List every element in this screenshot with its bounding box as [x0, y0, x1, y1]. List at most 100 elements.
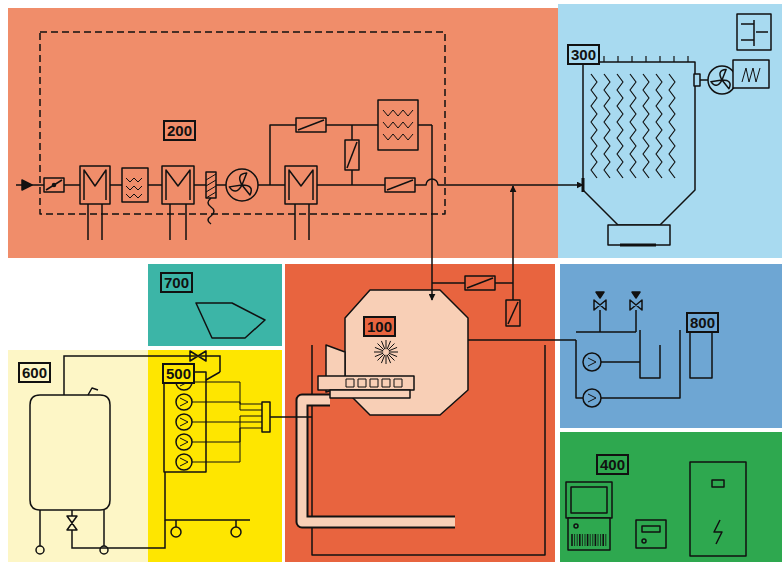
illustration-line [687, 56, 688, 62]
illustration-line [64, 184, 80, 186]
illustration-line [386, 355, 387, 364]
illustration-line [590, 534, 591, 546]
illustration-line [298, 120, 324, 130]
illustration-line [387, 341, 390, 349]
callout-number: 500 [162, 363, 195, 384]
system-panel: 500 [148, 350, 282, 562]
illustration-line [617, 56, 618, 62]
illustration-rect [690, 462, 746, 556]
illustration-polygon [448, 330, 462, 340]
illustration-g [590, 56, 688, 178]
illustration-path [180, 418, 188, 426]
illustration-line [216, 184, 226, 186]
system-panel: 600 [8, 350, 148, 562]
illustration-line [659, 56, 660, 62]
illustration-rect [712, 480, 724, 487]
illustration-path [741, 20, 768, 46]
illustration-line [46, 180, 62, 190]
illustration-path [601, 330, 712, 398]
illustration-line [582, 534, 583, 546]
illustration-circle [176, 374, 192, 390]
pipe-connector [64, 356, 220, 395]
illustration-rect [425, 300, 439, 326]
illustration-line [418, 124, 432, 126]
illustration-circle [36, 546, 44, 554]
illustration-polygon [345, 290, 468, 415]
illustration-rect [358, 379, 366, 387]
illustration-path [669, 74, 675, 178]
illustration-path [208, 198, 214, 224]
illustration-line [386, 340, 387, 349]
illustration-rect [608, 225, 670, 245]
illustration-path [180, 378, 188, 386]
illustration-g [176, 374, 262, 470]
illustration-path [126, 178, 142, 198]
illustration-path [326, 345, 345, 392]
illustration-line [294, 204, 296, 240]
illustration-circle [171, 527, 181, 537]
illustration-line [148, 184, 162, 186]
illustration-line [194, 184, 206, 186]
illustration-rect [40, 32, 445, 214]
illustration-path [576, 310, 636, 398]
illustration-circle [642, 539, 646, 543]
illustration-line [432, 282, 465, 284]
illustration-path [722, 80, 730, 89]
illustration-circle [176, 394, 192, 410]
illustration-path [67, 516, 77, 530]
illustration-path [302, 400, 455, 522]
illustration-path [229, 185, 242, 191]
illustration-path [630, 74, 636, 178]
illustration-rect [382, 379, 390, 387]
illustration-line [375, 347, 383, 350]
illustration-line [381, 341, 384, 349]
illustration-circle [176, 454, 192, 470]
illustration-line [351, 170, 353, 185]
illustration-line [389, 347, 397, 350]
illustration-rect [44, 178, 64, 192]
illustration-line [388, 344, 394, 350]
illustration-rect [296, 118, 326, 132]
illustration-path [742, 68, 760, 82]
illustration-path [240, 173, 247, 185]
callout-number: 700 [160, 272, 193, 293]
illustration-line [347, 142, 357, 168]
illustration-path [192, 416, 262, 422]
illustration-line [695, 79, 708, 81]
illustration-rect [636, 520, 666, 548]
illustration-circle [574, 524, 578, 528]
illustration-path [166, 170, 190, 200]
illustration-line [427, 302, 437, 324]
illustration-line [378, 344, 384, 350]
illustration-rect [162, 166, 194, 204]
system-panel: 400 [560, 432, 782, 562]
illustration-path [617, 74, 623, 178]
illustration-path [604, 74, 610, 178]
illustration-line [387, 355, 390, 363]
illustration-rect [80, 166, 110, 204]
callout-number: 100 [363, 316, 396, 337]
illustration-line [387, 180, 413, 190]
illustration-rect [465, 276, 495, 290]
illustration-g [711, 70, 730, 89]
illustration-path [180, 438, 188, 446]
callout-number: 200 [163, 120, 196, 141]
illustration-line [389, 353, 397, 356]
illustration-circle [583, 389, 601, 407]
illustration-line [388, 354, 394, 360]
illustration-line [185, 204, 187, 240]
illustration-rect [262, 402, 270, 432]
illustration-circle [583, 353, 601, 371]
illustration-path [165, 372, 250, 520]
illustration-line [577, 534, 578, 546]
illustration-circle [176, 434, 192, 450]
illustration-rect [568, 518, 610, 550]
illustration-polygon [196, 303, 265, 338]
illustration-line [71, 510, 73, 540]
illustration-line [495, 282, 513, 284]
illustration-line [110, 184, 122, 186]
illustration-line [374, 352, 383, 353]
illustration-path [302, 400, 455, 522]
